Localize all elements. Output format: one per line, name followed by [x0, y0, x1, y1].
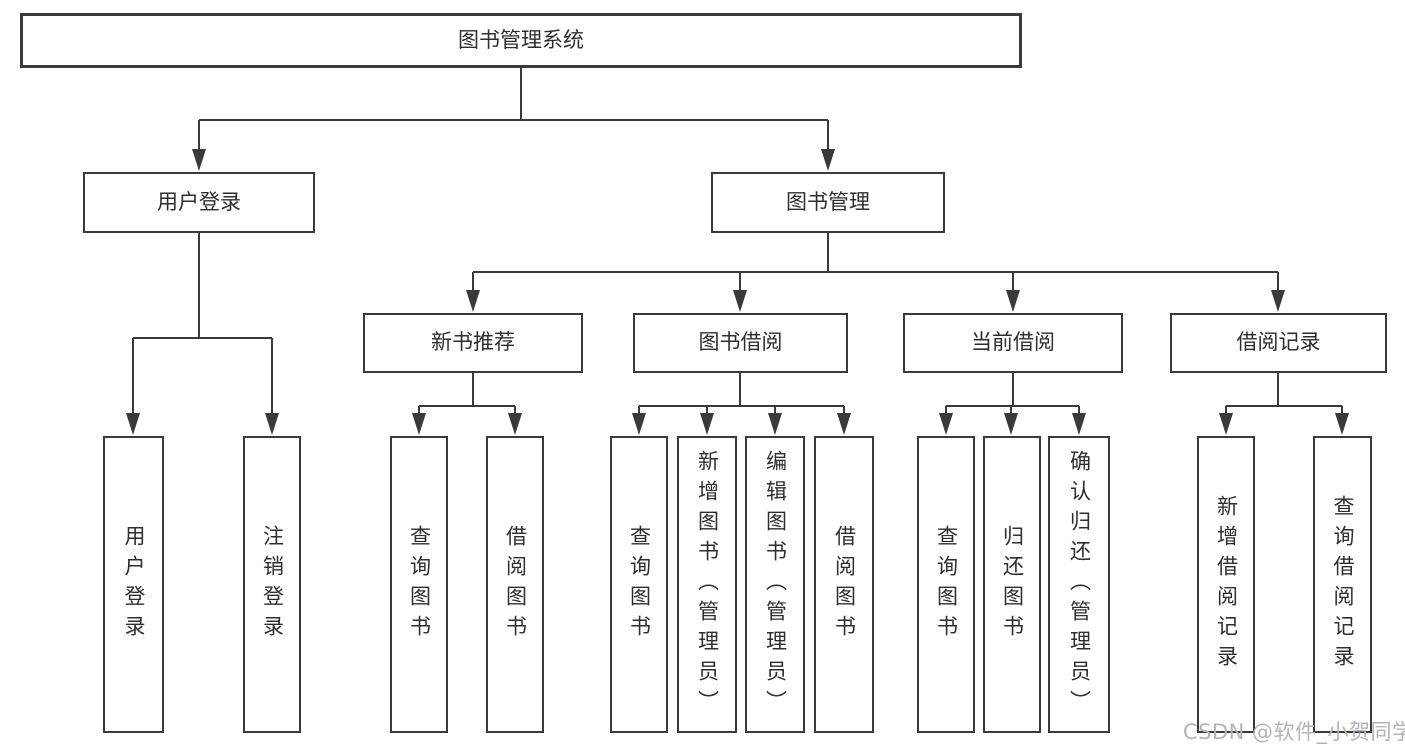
leaf-query-books-borrowing: 查询图书: [610, 436, 668, 733]
leaf-return-books: 归还图书: [983, 436, 1041, 733]
leaf-query-books-current: 查询图书: [917, 436, 975, 733]
leaf-query-borrow-record: 查询借阅记录: [1313, 436, 1372, 733]
leaf-add-books-admin: 新增图书（管理员）: [677, 436, 737, 733]
leaf-query-books-recommend: 查询图书: [390, 436, 448, 733]
leaf-borrow-books: 借阅图书: [814, 436, 874, 733]
node-book-management: 图书管理: [711, 172, 945, 233]
leaf-user-login: 用户登录: [103, 436, 164, 733]
node-user-login: 用户登录: [83, 172, 315, 233]
csdn-watermark: CSDN @软件_小贺同学: [1183, 720, 1405, 744]
node-new-book-recommend: 新书推荐: [363, 313, 583, 373]
leaf-confirm-return-admin: 确认归还（管理员）: [1048, 436, 1110, 733]
node-current-borrowing: 当前借阅: [903, 313, 1123, 373]
node-book-borrowing: 图书借阅: [633, 313, 848, 373]
root-node-library-system: 图书管理系统: [20, 13, 1022, 68]
leaf-edit-books-admin: 编辑图书（管理员）: [745, 436, 805, 733]
leaf-add-borrow-record: 新增借阅记录: [1197, 436, 1255, 733]
connector-paths: [132, 68, 1343, 415]
leaf-logout: 注销登录: [243, 436, 301, 733]
node-borrowing-records: 借阅记录: [1170, 313, 1387, 373]
arrowheads: [126, 149, 1349, 435]
leaf-borrow-books-recommend: 借阅图书: [486, 436, 544, 733]
